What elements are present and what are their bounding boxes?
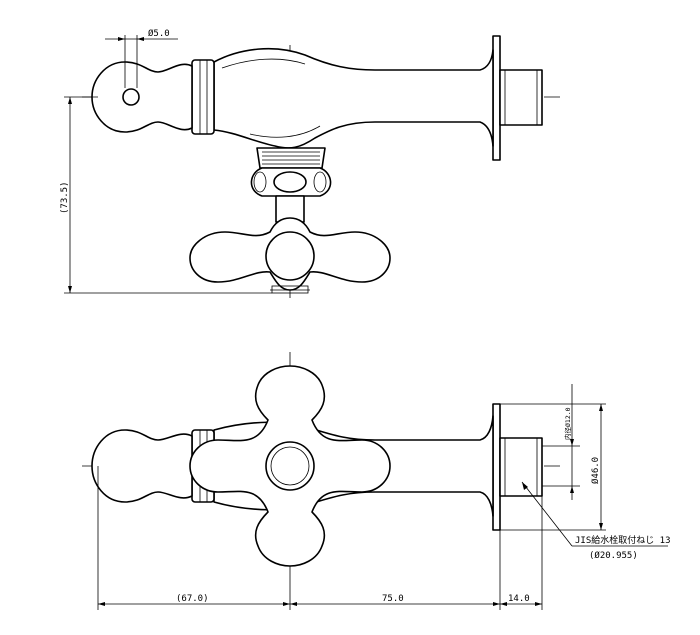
- top-lever-knob: [91, 429, 193, 503]
- side-valve-stem: [275, 195, 305, 223]
- dim-flange-diameter: Ø46.0: [590, 457, 601, 484]
- dim-mid-length: 75.0: [382, 594, 404, 604]
- top-handle-cap: [265, 441, 315, 491]
- top-cross-handle: [189, 365, 391, 567]
- side-threaded-nipple: [499, 69, 543, 126]
- side-spout-body: [213, 47, 494, 149]
- dim-thread-diameter: (Ø20.955): [589, 550, 638, 561]
- side-valve-bonnet: [250, 167, 332, 197]
- side-cross-handle: [189, 217, 391, 291]
- dim-height: (73.5): [60, 181, 70, 214]
- dim-thread-label: JIS給水栓取付ねじ 13: [575, 534, 671, 546]
- top-threaded-nipple: [499, 437, 543, 497]
- dim-left-length: (67.0): [176, 594, 209, 604]
- side-flange-plate: [492, 35, 501, 161]
- side-neck: [256, 147, 326, 169]
- top-flange-plate: [492, 403, 501, 531]
- dim-flange-length: 14.0: [508, 594, 530, 604]
- top-view: JIS給水栓取付ねじ 13 (Ø20.955) 内径Ø12.0 Ø46.0 (6…: [82, 352, 671, 610]
- side-collar-ring: [191, 59, 215, 135]
- dim-inner-diameter: 内径Ø12.0: [563, 407, 572, 440]
- dim-top-hole-diameter: Ø5.0: [148, 28, 170, 39]
- side-lever-hole: [122, 88, 140, 106]
- side-lever-knob: [91, 61, 193, 133]
- side-view: Ø5.0 (73.5): [60, 28, 560, 300]
